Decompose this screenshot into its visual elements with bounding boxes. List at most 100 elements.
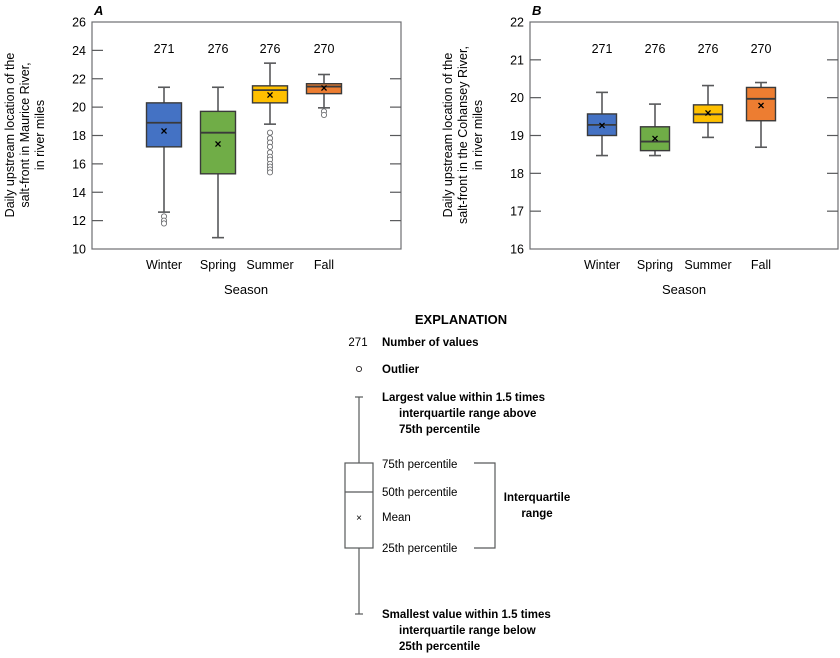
count-label-a: 270: [314, 42, 335, 56]
legend-largest-line3: 75th percentile: [399, 424, 480, 436]
x-tick-label-b: Fall: [751, 258, 771, 272]
legend-largest-line2: interquartile range above: [399, 408, 536, 420]
count-label-b: 276: [698, 42, 719, 56]
y-tick-label-a: 18: [72, 129, 86, 143]
count-label-b: 271: [592, 42, 613, 56]
y-axis-title-a-line1: Daily upstream location of the: [3, 53, 17, 218]
mean-marker: ×: [320, 81, 327, 95]
box-winter-a: ×: [145, 86, 183, 227]
explanation-title: EXPLANATION: [415, 312, 507, 327]
x-tick-labels-a: Winter Spring Summer Fall: [146, 258, 334, 272]
mean-marker: ×: [757, 99, 764, 113]
y-tick-label-b: 20: [510, 91, 524, 105]
counts-b: 271 276 276 270: [592, 42, 772, 56]
legend-p75-label: 75th percentile: [382, 459, 457, 471]
y-axis-title-b: Daily upstream location of the salt-fron…: [441, 46, 485, 224]
legend-p25-label: 25th percentile: [382, 543, 457, 555]
outlier-point: [266, 169, 274, 176]
x-tick-label-b: Spring: [637, 258, 673, 272]
legend-iqr-line2: range: [521, 508, 552, 520]
iqr-box: [639, 126, 671, 152]
legend-smallest-line1: Smallest value within 1.5 times: [382, 609, 551, 621]
outlier-point: [266, 129, 274, 136]
iqr-box: [305, 83, 343, 95]
mean-marker: ×: [704, 106, 711, 120]
x-tick-label-a: Winter: [146, 258, 182, 272]
legend-outlier-label: Outlier: [382, 364, 420, 376]
y-tick-label-a: 24: [72, 44, 86, 58]
legend-mean-label: Mean: [382, 512, 411, 524]
y-tick-label-a: 20: [72, 101, 86, 115]
y-tick-label-b: 22: [510, 16, 524, 30]
x-tick-label-a: Spring: [200, 258, 236, 272]
boxes-b: × × × ×: [586, 81, 777, 157]
box-fall-b: ×: [745, 81, 777, 149]
legend-iqr-line1: Interquartile: [504, 492, 570, 504]
y-axis-title-b-line1: Daily upstream location of the: [441, 53, 455, 218]
count-label-b: 270: [751, 42, 772, 56]
mean-marker: ×: [598, 119, 605, 133]
legend-p50-label: 50th percentile: [382, 487, 457, 499]
explanation-legend: EXPLANATION 271 Number of values Outlier…: [344, 312, 570, 653]
x-tick-label-a: Fall: [314, 258, 334, 272]
y-axis-title-a-line2: salt-front in Maurice River,: [18, 62, 32, 207]
y-tick-label-a: 14: [72, 186, 86, 200]
legend-smallest-line3: 25th percentile: [399, 641, 480, 653]
legend-outlier-icon: [355, 365, 363, 373]
y-tick-label-a: 16: [72, 157, 86, 171]
count-label-a: 276: [208, 42, 229, 56]
outlier-point: [320, 111, 328, 118]
mean-marker: ×: [214, 137, 221, 151]
legend-largest-line1: Largest value within 1.5 times: [382, 392, 545, 404]
count-label-b: 276: [645, 42, 666, 56]
legend-box: [344, 462, 374, 549]
count-label-a: 271: [154, 42, 175, 56]
box-spring-a: ×: [199, 86, 237, 239]
box-winter-b: ×: [586, 91, 618, 157]
iqr-box: [745, 86, 777, 122]
x-tick-label-b: Winter: [584, 258, 620, 272]
y-tick-label-b: 19: [510, 129, 524, 143]
outlier-point: [160, 220, 168, 227]
x-tick-label-a: Summer: [246, 258, 293, 272]
plot-frame-a: [91, 21, 402, 250]
count-label-a: 276: [260, 42, 281, 56]
y-tick-label-b: 17: [510, 205, 524, 219]
y-axis-title-b-line3: in river miles: [471, 100, 485, 170]
y-axis-title-a-line3: in river miles: [33, 100, 47, 170]
box-summer-b: ×: [692, 84, 724, 139]
panel-label-a: A: [93, 3, 103, 18]
box-summer-a: ×: [251, 62, 289, 176]
legend-count-example: 271: [348, 337, 367, 349]
legend-iqr-bracket: [474, 462, 496, 549]
mean-marker: ×: [266, 88, 273, 102]
x-tick-labels-b: Winter Spring Summer Fall: [584, 258, 771, 272]
iqr-box: [199, 110, 237, 175]
y-tick-label-a: 10: [72, 243, 86, 257]
box-fall-a: ×: [305, 73, 343, 118]
mean-marker: ×: [651, 132, 658, 146]
legend-count-label: Number of values: [382, 337, 479, 349]
plot-frame-b: [529, 21, 839, 250]
box-spring-b: ×: [639, 103, 671, 157]
counts-a: 271 276 276 270: [154, 42, 335, 56]
legend-mean-icon: ×: [356, 513, 362, 524]
y-tick-label-a: 26: [72, 16, 86, 30]
x-axis-title-a: Season: [224, 282, 268, 297]
iqr-box: [145, 102, 183, 148]
legend-smallest-line2: interquartile range below: [399, 625, 536, 637]
boxes-a: × × × ×: [145, 62, 343, 239]
x-axis-title-b: Season: [662, 282, 706, 297]
y-tick-label-b: 18: [510, 167, 524, 181]
y-tick-label-b: 21: [510, 53, 524, 67]
x-tick-label-b: Summer: [684, 258, 731, 272]
y-axis-b: 16 17 18 19 20 21 22: [510, 16, 838, 257]
y-axis-title-b-line2: salt-front in the Cohansey River,: [456, 46, 470, 224]
outlier-point: [266, 143, 274, 150]
y-tick-label-b: 16: [510, 243, 524, 257]
mean-marker: ×: [160, 124, 167, 138]
